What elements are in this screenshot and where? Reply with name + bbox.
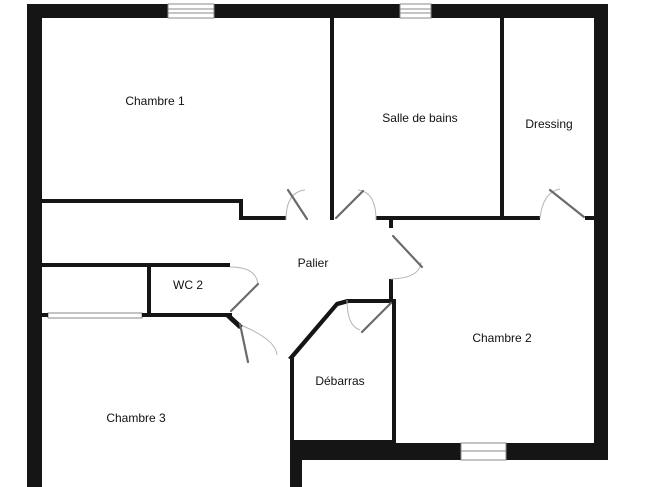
wall-bain-bottom: [376, 216, 540, 220]
door-debarras[interactable]: [346, 299, 393, 334]
wall-chambre1-bain: [330, 18, 334, 220]
label-chambre-2: Chambre 2: [472, 331, 532, 345]
wall-bain-dressing: [500, 18, 504, 218]
wall-wc-bottom: [142, 313, 232, 317]
wall-debarras-chambre2: [392, 300, 396, 443]
wall-exterior-top-left: [27, 4, 168, 18]
wall-wc-top: [42, 263, 230, 267]
window-chambre-2-bottom: [460, 442, 507, 461]
wall-chambre3-top-stub: [42, 313, 48, 317]
wall-exterior-bottom-right: [506, 443, 608, 460]
label-chambre-3: Chambre 3: [106, 411, 166, 425]
wall-palier-chambre2-upper: [389, 216, 393, 228]
window-salle-de-bains: [399, 3, 432, 19]
wall-dressing-bottom-stub: [585, 216, 594, 220]
doors: [229, 188, 586, 364]
door-chambre-1[interactable]: [285, 188, 309, 221]
label-wc-2: WC 2: [173, 278, 203, 292]
wall-wc-left: [147, 263, 151, 317]
label-salle-de-bains: Salle de bains: [382, 111, 457, 125]
label-palier: Palier: [298, 256, 329, 270]
door-salle-de-bains[interactable]: [334, 189, 377, 221]
exterior-walls: [27, 4, 608, 487]
wall-exterior-top-middle: [214, 4, 400, 18]
wall-chambre1-bottom-a: [42, 199, 242, 203]
wall-exterior-top-right: [431, 4, 608, 18]
door-dressing[interactable]: [539, 188, 586, 219]
window-chambre-3: [47, 312, 143, 319]
window-chambre-1: [167, 3, 215, 19]
label-chambre-1: Chambre 1: [125, 94, 185, 108]
label-debarras: Débarras: [315, 374, 364, 388]
windows: [47, 3, 507, 461]
wall-debarras-top: [347, 299, 396, 303]
door-chambre-2[interactable]: [390, 234, 424, 280]
interior-walls: [42, 18, 594, 444]
label-dressing: Dressing: [525, 117, 572, 131]
door-chambre-3[interactable]: [238, 322, 278, 364]
wall-debarras-bottom: [290, 440, 396, 444]
wall-palier-diagonal: [288, 299, 349, 360]
wall-debarras-left: [290, 358, 294, 444]
wall-exterior-left: [27, 4, 42, 487]
wall-palier-corner: [226, 313, 243, 329]
wall-exterior-right: [594, 4, 608, 460]
wall-exterior-bottom-left: [290, 443, 461, 460]
wall-chambre1-bottom-b: [239, 216, 286, 220]
door-wc-2[interactable]: [229, 266, 260, 313]
wall-chambre1-step: [239, 199, 243, 220]
room-labels: Chambre 1 Salle de bains Dressing Palier…: [106, 94, 572, 425]
wall-palier-chambre2-lower: [389, 279, 393, 304]
